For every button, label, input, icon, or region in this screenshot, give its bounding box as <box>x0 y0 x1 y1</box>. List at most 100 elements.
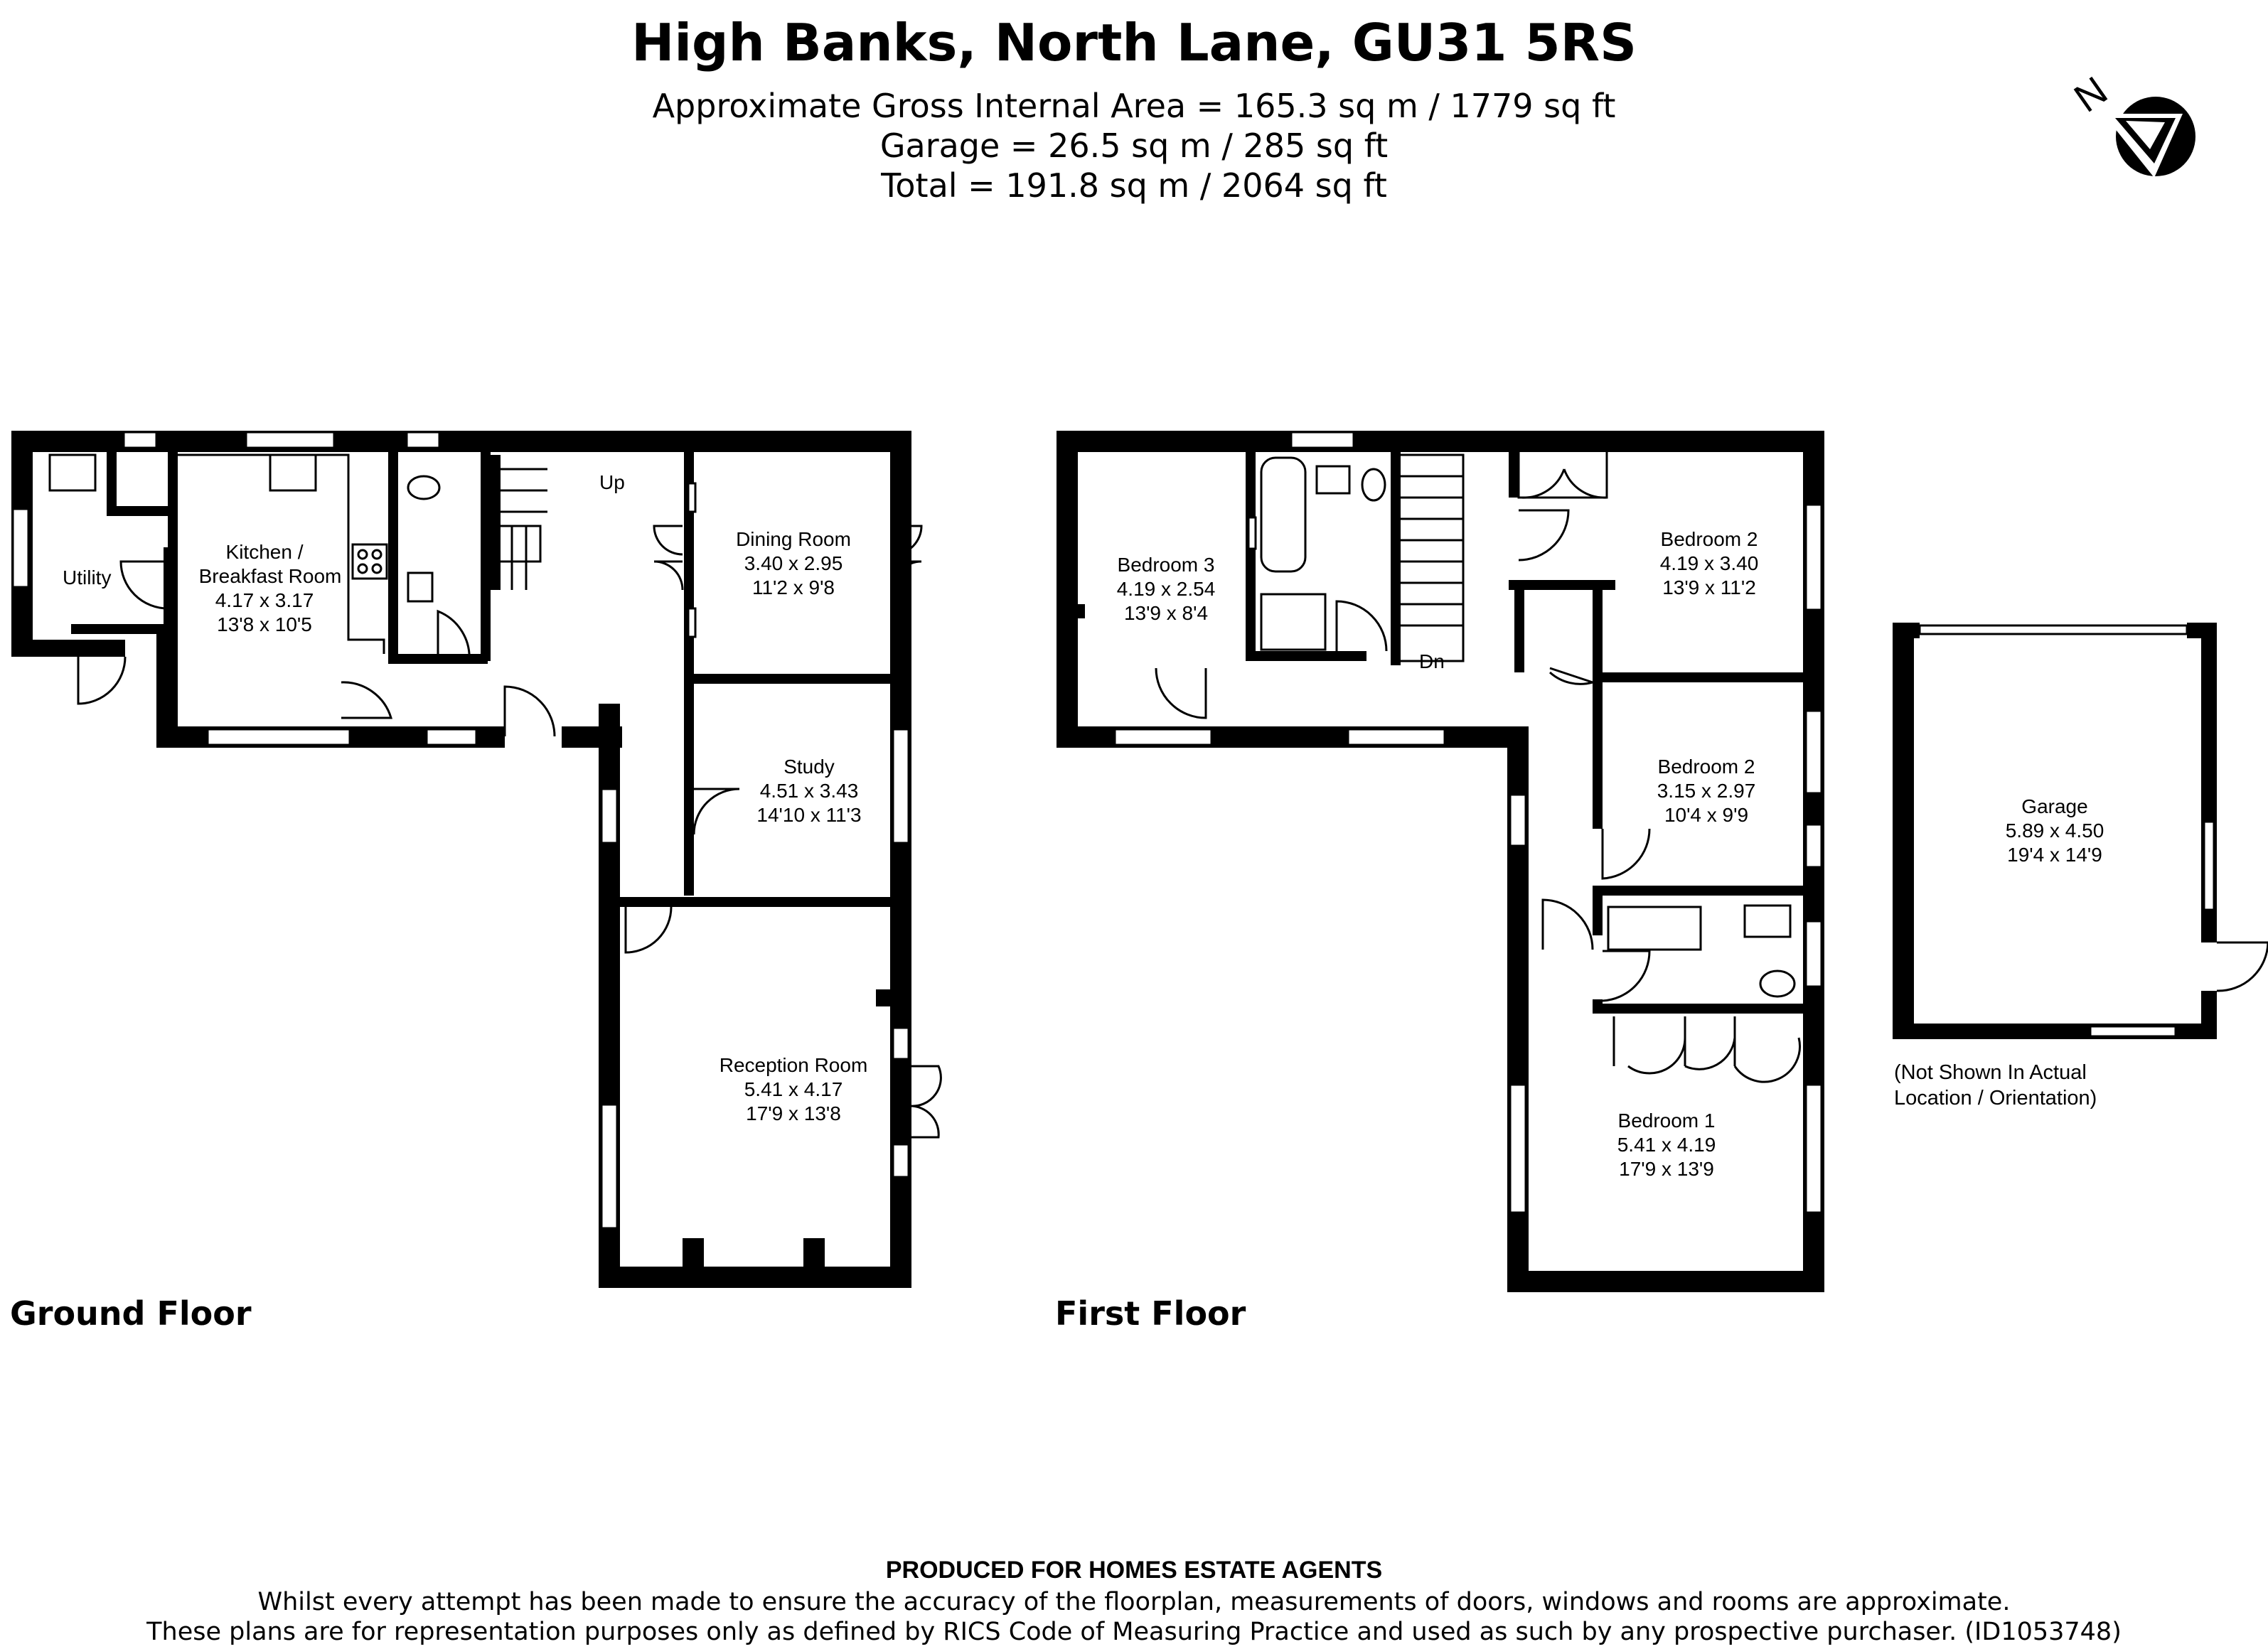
room-name-kitchen: Kitchen / <box>226 541 304 563</box>
producer-credit: PRODUCED FOR HOMES ESTATE AGENTS <box>885 1557 1383 1584</box>
wall <box>1593 886 1603 935</box>
wall <box>107 506 171 516</box>
wall <box>1593 580 1603 829</box>
room-metric-bedroom1: 5.41 x 4.19 <box>1617 1134 1716 1156</box>
garage-area: Garage = 26.5 sq m / 285 sq ft <box>879 127 1389 165</box>
garage-plan <box>1893 623 2268 1039</box>
door <box>1335 600 1388 652</box>
stairs-icon <box>1401 453 1465 662</box>
door <box>119 560 169 610</box>
first-floor-label: First Floor <box>1055 1294 1246 1333</box>
basin-icon <box>1743 904 1792 938</box>
gross-internal-area: Approximate Gross Internal Area = 165.3 … <box>652 87 1616 125</box>
door <box>1541 898 1594 950</box>
first-floor-doors <box>1155 452 1801 1083</box>
wall <box>803 1238 825 1274</box>
door <box>1601 828 1651 880</box>
stairs-icon <box>489 455 542 590</box>
door <box>503 685 556 737</box>
room-name-bedroom1: Bedroom 1 <box>1618 1110 1716 1132</box>
hob-ring-icon <box>371 549 383 560</box>
window <box>206 728 351 746</box>
door <box>1602 950 1651 1002</box>
wall <box>107 452 117 516</box>
wall <box>1078 604 1085 618</box>
first-floor-windows <box>1113 431 1823 1214</box>
room-metric-bedroom2a: 4.19 x 3.40 <box>1660 552 1759 574</box>
hob-icon <box>351 543 388 580</box>
toilet-icon <box>1361 468 1386 502</box>
window <box>892 1026 910 1060</box>
window <box>11 507 30 589</box>
wall <box>683 1238 704 1274</box>
room-metric-reception: 5.41 x 4.17 <box>744 1078 843 1100</box>
hob-ring-icon <box>357 563 368 574</box>
garage-note: (Not Shown In Actual <box>1894 1061 2087 1084</box>
wall <box>1246 651 1366 661</box>
room-name-reception: Reception Room <box>720 1054 868 1076</box>
window <box>1804 1083 1823 1214</box>
room-metric-bedroom3: 4.19 x 2.54 <box>1117 578 1216 600</box>
wall <box>1057 431 1078 748</box>
wall <box>11 431 911 452</box>
stair-up-label: Up <box>599 471 625 493</box>
garage-door <box>1918 624 2188 635</box>
window <box>892 728 910 844</box>
room-name-bedroom2a: Bedroom 2 <box>1661 528 1758 550</box>
ground-floor-doors <box>77 525 942 1139</box>
sink-icon <box>269 453 317 492</box>
wall <box>1893 623 1920 638</box>
bath-icon <box>1260 456 1307 573</box>
window <box>405 431 441 449</box>
door <box>1155 667 1207 719</box>
french-doors <box>892 525 923 591</box>
window <box>1509 793 1527 847</box>
room-metric-dining: 3.40 x 2.95 <box>744 552 843 574</box>
window <box>1804 503 1823 611</box>
room-imperial-kitchen: 13'8 x 10'5 <box>217 613 312 635</box>
window <box>1113 728 1213 746</box>
room-name-utility: Utility <box>63 566 111 589</box>
room-name-study: Study <box>783 756 835 778</box>
shower-icon <box>1607 906 1702 951</box>
window <box>1804 823 1823 869</box>
wall <box>684 674 897 684</box>
wardrobe-icon <box>1612 1016 1801 1083</box>
stair-treads <box>491 468 547 590</box>
disclaimer-line-1: Whilst every attempt has been made to en… <box>257 1588 2011 1616</box>
door <box>2216 941 2268 992</box>
room-metric-study: 4.51 x 3.43 <box>760 780 859 802</box>
toilet-icon <box>407 475 441 500</box>
room-imperial-study: 14'10 x 11'3 <box>756 804 861 826</box>
room-metric-garage: 5.89 x 4.50 <box>2006 820 2104 842</box>
room-imperial-bedroom2b: 10'4 x 9'9 <box>1664 804 1748 826</box>
garage-note-2: Location / Orientation) <box>1894 1087 2097 1110</box>
wall <box>1893 623 1914 1039</box>
wardrobe-icon <box>1517 452 1608 499</box>
wall <box>1391 452 1401 665</box>
total-area: Total = 191.8 sq m / 2064 sq ft <box>881 166 1387 205</box>
window <box>1804 709 1823 795</box>
room-imperial-bedroom3: 13'9 x 8'4 <box>1124 602 1208 624</box>
worktop <box>178 453 385 654</box>
compass-letter: N <box>2066 68 2115 121</box>
window <box>1247 516 1257 550</box>
ground-floor-label: Ground Floor <box>10 1294 252 1333</box>
wall <box>1514 580 1524 672</box>
window <box>425 728 478 746</box>
french-doors <box>653 525 684 591</box>
wall <box>1246 448 1256 661</box>
wall <box>876 989 893 1006</box>
room-metric-kitchen: 4.17 x 3.17 <box>215 589 314 611</box>
window <box>600 1103 619 1230</box>
wall <box>599 1267 911 1288</box>
toilet-icon <box>1759 969 1796 998</box>
room-imperial-reception: 17'9 x 13'8 <box>746 1102 841 1124</box>
wall <box>611 897 896 907</box>
window <box>1509 1083 1527 1214</box>
wall <box>1600 886 1813 896</box>
window <box>1347 728 1446 746</box>
room-name-garage: Garage <box>2021 795 2087 817</box>
hob-ring-icon <box>371 563 383 574</box>
